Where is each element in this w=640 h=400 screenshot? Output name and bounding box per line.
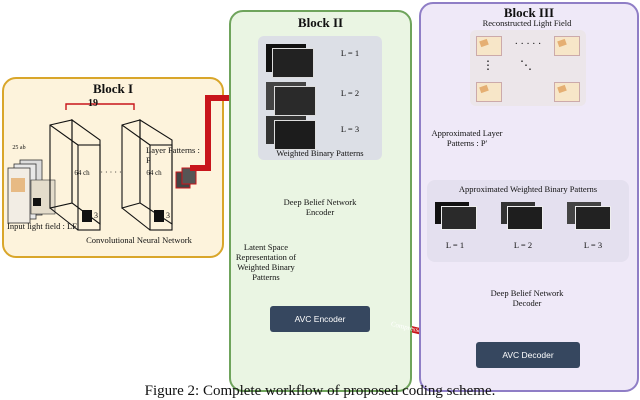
wbp-label: Weighted Binary Patterns [276, 148, 364, 158]
views-label: 25 ab [12, 145, 26, 151]
block-2-title: Block II [297, 15, 344, 30]
lf-view-bottom-left [476, 82, 502, 102]
approx-wbp-label: Approximated Weighted Binary Patterns [458, 184, 598, 194]
approx-layer-patterns-label: Approximated Layer Patterns : P' [431, 128, 503, 148]
approx-wbp-panel: Approximated Weighted Binary Patterns L … [427, 180, 629, 262]
layer-patterns-label: Layer Patterns : P [146, 145, 200, 165]
pattern-image-l1-b [272, 48, 314, 78]
arrow-to-block-2 [190, 95, 238, 171]
avc-encoder-box: AVC Encoder [270, 306, 370, 332]
reconstructed-light-field-panel: · · · · · ⋮ ⋱ [470, 30, 586, 106]
lf-dots-horizontal: · · · · · [514, 39, 542, 50]
cnn-top-number: 19 [88, 98, 98, 109]
channel-label-1: 64 ch [74, 169, 90, 177]
pattern-image-l3-b [274, 120, 316, 150]
block-3-title: Block III [503, 5, 555, 20]
lf-dots-vertical: ⋮ [482, 58, 494, 72]
layer-label-l3: L = 3 [340, 124, 360, 134]
weighted-binary-patterns-panel: L = 1 L = 2 L = 3 Weighted Binary Patter… [258, 36, 382, 160]
reconstructed-label: Reconstructed Light Field [482, 18, 572, 28]
block-1-title: Block I [92, 81, 134, 96]
approx-pattern-l1-b [441, 206, 477, 230]
input-light-field-label: Input light field : LF [7, 221, 77, 231]
cnn-volume-1 [49, 118, 101, 231]
latent-space-label: Latent Space Representation of Weighted … [235, 242, 297, 282]
cnn-dots: · · · · · [100, 168, 122, 177]
dbn-encoder-label: Deep Belief Network Encoder [283, 197, 357, 217]
lf-view-bottom-right [554, 82, 580, 102]
avc-decoder-box: AVC Decoder [476, 342, 580, 368]
kernel-size-1: 3 [94, 211, 98, 220]
lf-view-top-left [476, 36, 502, 56]
layer-patterns-stack [175, 167, 197, 189]
layer-label-l2: L = 2 [340, 88, 360, 98]
pattern-image-l2-b [274, 86, 316, 116]
approx-layer-label-l3: L = 3 [583, 240, 603, 250]
cnn-volume-2 [121, 119, 173, 231]
lf-view-top-right [554, 36, 580, 56]
cnn-skip-bracket [65, 103, 135, 110]
channel-label-2: 64 ch [146, 169, 162, 177]
kernel-size-2: 3 [166, 211, 170, 220]
layer-label-l1: L = 1 [340, 48, 360, 58]
approx-layer-label-l1: L = 1 [445, 240, 465, 250]
input-light-field-stack [7, 159, 56, 224]
cnn-label: Convolutional Neural Network [86, 235, 192, 245]
approx-pattern-l3-b [575, 206, 611, 230]
approx-layer-label-l2: L = 2 [513, 240, 533, 250]
lf-dots-diagonal: ⋱ [520, 58, 532, 72]
figure-caption: Figure 2: Complete workflow of proposed … [144, 383, 496, 399]
approx-pattern-l2-b [507, 206, 543, 230]
dbn-decoder-label: Deep Belief Network Decoder [490, 288, 564, 308]
